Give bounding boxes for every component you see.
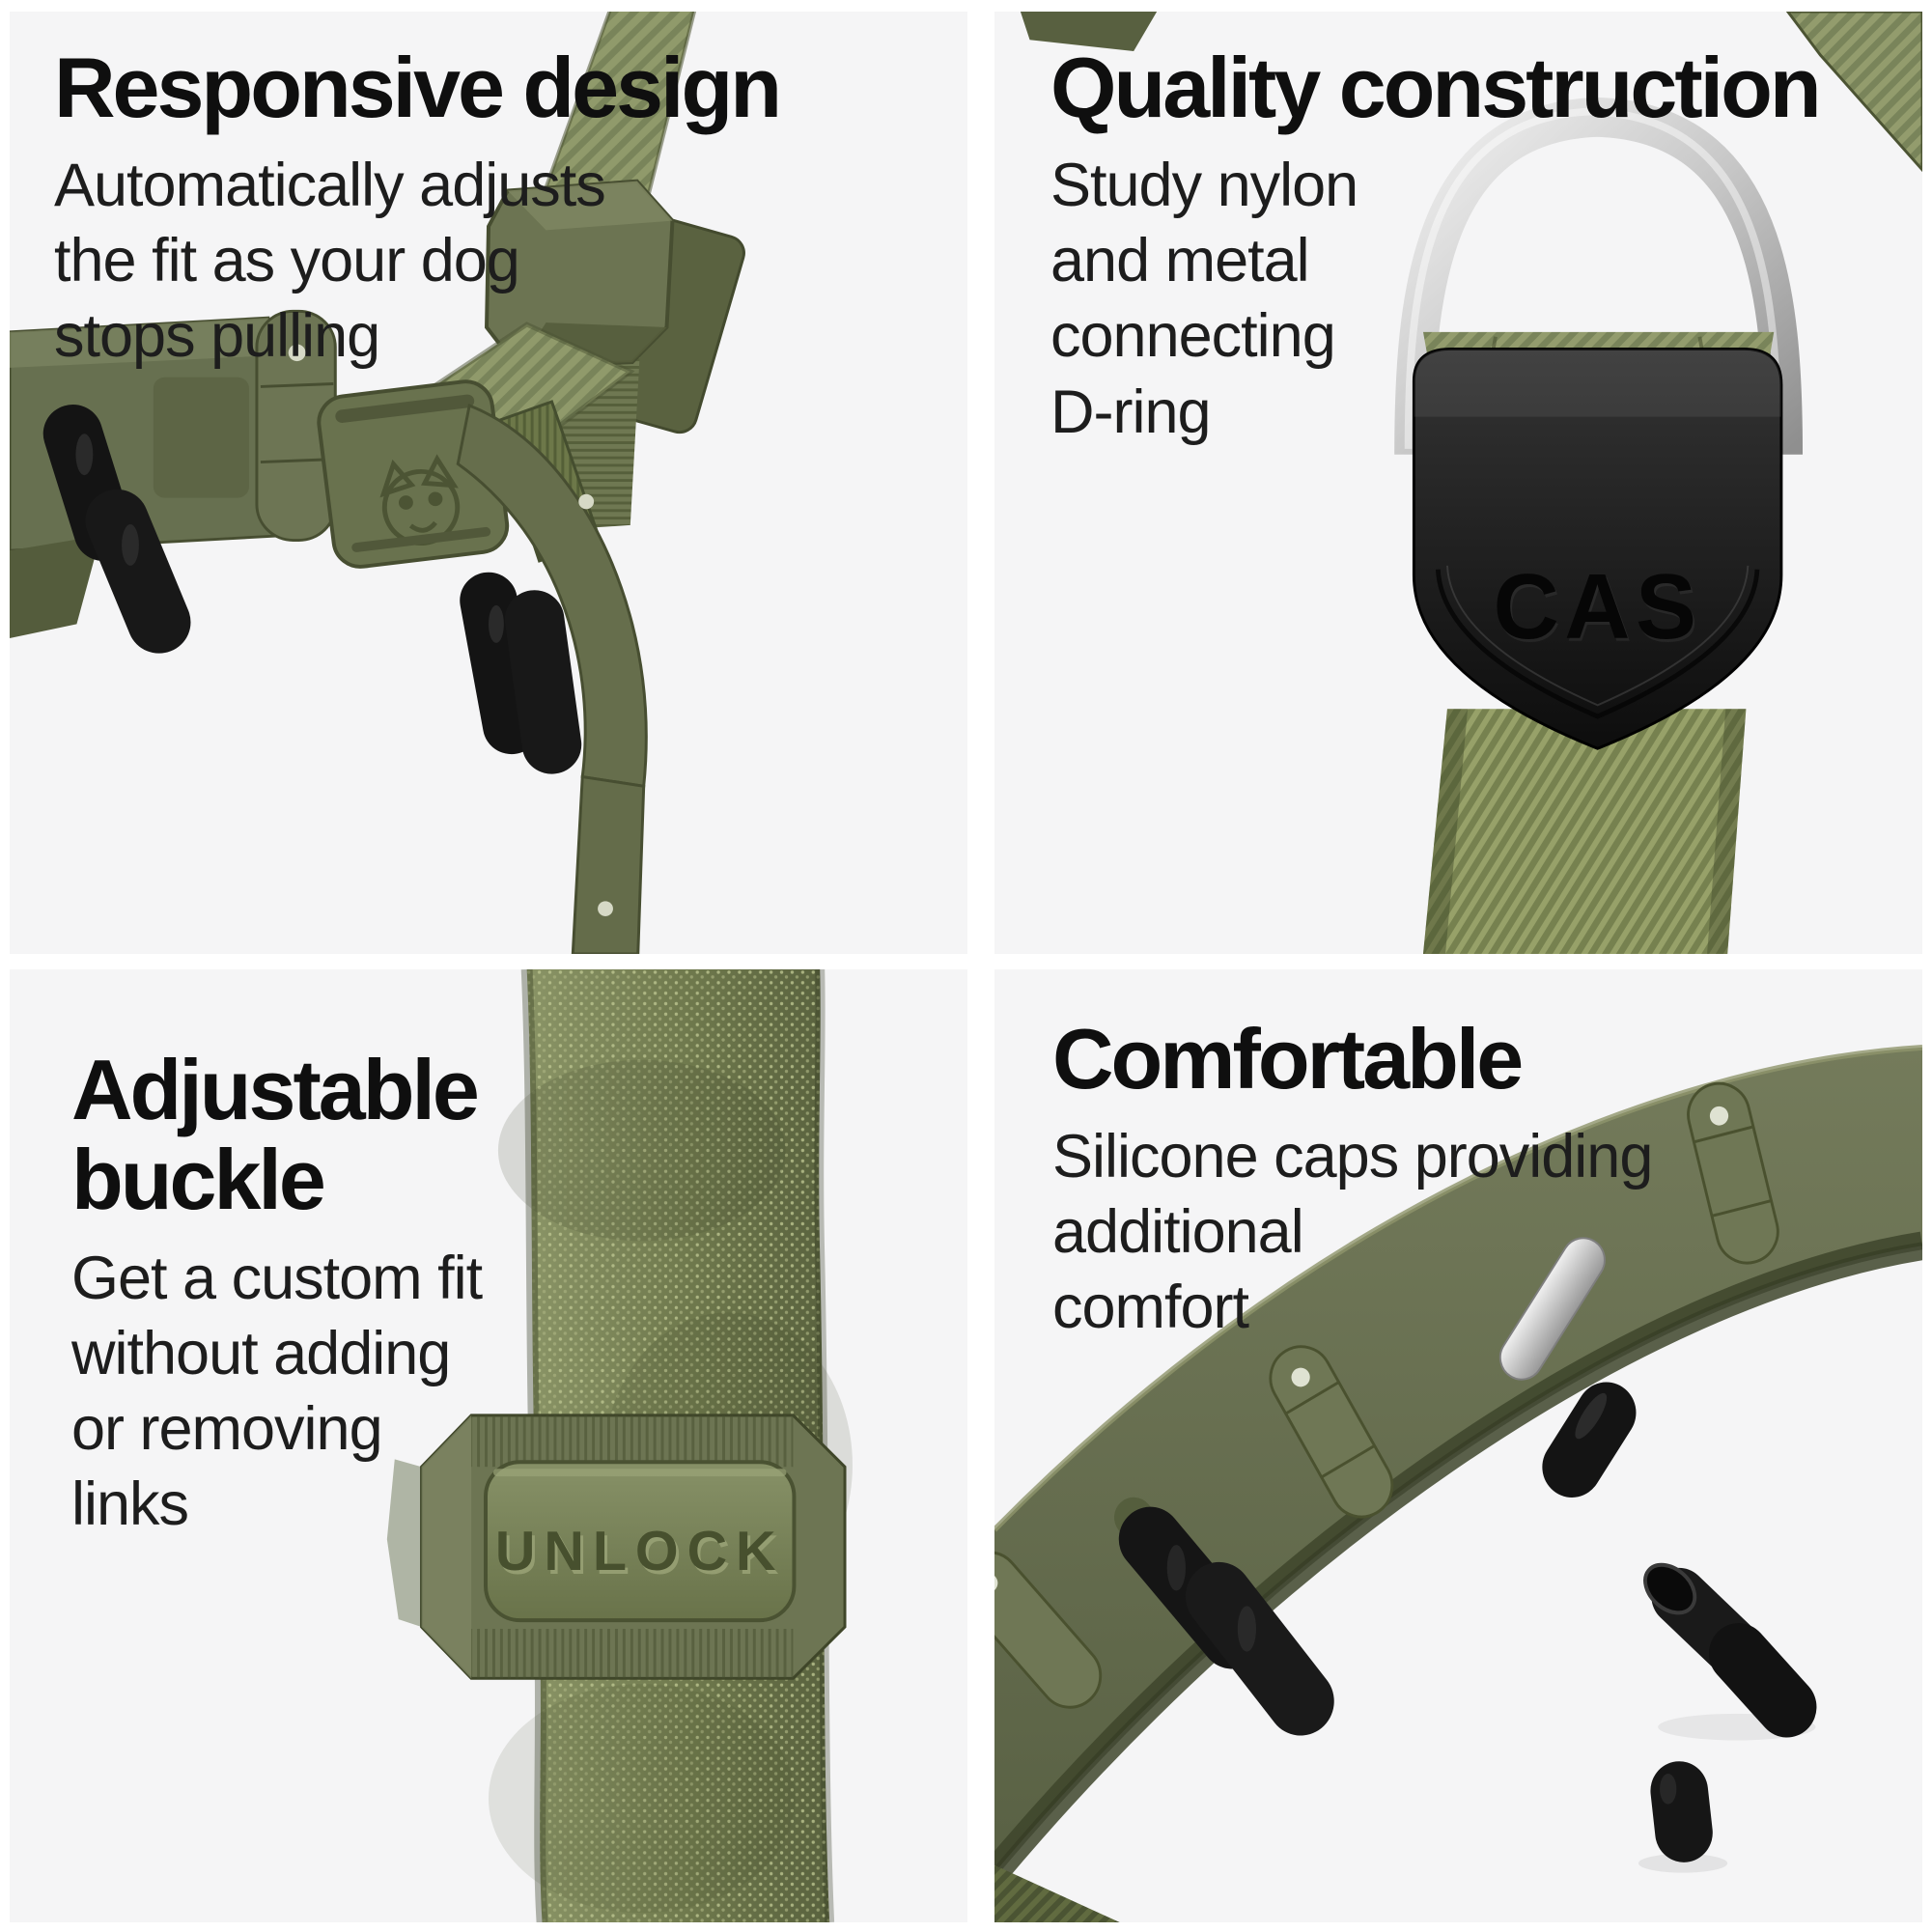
unlock-label: UNLOCK	[495, 1521, 785, 1582]
curved-side-link	[456, 403, 648, 954]
quadrant-comfortable: Comfortable Silicone caps providing addi…	[994, 969, 1922, 1922]
strap-fragment	[1020, 12, 1158, 51]
collar-caps-photo	[994, 1044, 1922, 1922]
collar-link-end	[10, 535, 101, 639]
silicone-caps-on-prongs	[1113, 1497, 1334, 1736]
d-ring-photo: CAS CAS	[1020, 12, 1922, 954]
quadrant-responsive-design: Responsive design Automatically adjusts …	[10, 12, 967, 954]
hinge-rivet	[1709, 1106, 1729, 1126]
feature-description: Get a custom fit without adding or remov…	[71, 1244, 483, 1538]
feature-description: Study nylon and metal connecting D-ring	[1050, 152, 1358, 446]
cas-logo: CAS	[1494, 555, 1702, 658]
cas-logo-highlight: CAS	[1496, 558, 1704, 661]
silicone-caps-lower	[460, 572, 582, 774]
silicone-caps-left	[42, 404, 191, 654]
unlock-buckle: UNLOCK UNLOCK	[386, 1414, 847, 1680]
quadrant-adjustable-buckle: UNLOCK UNLOCK Adjustable buckle Get a cu…	[10, 969, 967, 1922]
d-ring	[1394, 97, 1804, 455]
quadrant-quality-construction: CAS CAS Quality construction Study nylon…	[994, 12, 1922, 954]
hinge-rivet	[1291, 1367, 1310, 1387]
loose-silicone-caps	[1638, 1562, 1817, 1873]
feature-title: Responsive design	[54, 40, 782, 135]
link-hinge	[1687, 1081, 1779, 1265]
unlock-button	[484, 1460, 797, 1623]
strap-keeper: CAS CAS	[1412, 347, 1783, 750]
feature-title: Quality construction	[1050, 40, 1822, 135]
feature-copy: Adjustable buckle Get a custom fit witho…	[71, 1042, 483, 1542]
webbing-corner	[994, 1864, 1120, 1922]
feature-copy: Comfortable Silicone caps providing addi…	[1052, 1011, 1653, 1346]
hinge-rivet	[288, 344, 306, 362]
feature-copy: Quality construction Study nylon and met…	[1050, 40, 1822, 450]
collar-link-bar	[10, 309, 337, 639]
feature-copy: Responsive design Automatically adjusts …	[54, 40, 782, 375]
feature-title: Adjustable buckle	[71, 1042, 480, 1228]
feature-description: Automatically adjusts the fit as your do…	[54, 152, 606, 371]
cat-logo-buckle	[317, 379, 510, 569]
harness-photo	[10, 12, 745, 954]
webbing-strap	[1422, 709, 1747, 954]
feature-description: Silicone caps providing additional comfo…	[1052, 1123, 1653, 1342]
unlock-label-highlight: UNLOCK	[498, 1525, 788, 1586]
feature-title: Comfortable	[1052, 1011, 1524, 1106]
webbing-corner	[1785, 12, 1922, 173]
link-hinge	[994, 1551, 1103, 1709]
silicone-cap	[1542, 1382, 1637, 1498]
collar-arc	[994, 1044, 1922, 1883]
metal-pin	[1498, 1237, 1637, 1498]
link-hinge	[1269, 1345, 1394, 1519]
unlock-buckle-photo: UNLOCK UNLOCK	[386, 969, 853, 1922]
slider-buckle	[485, 179, 675, 369]
